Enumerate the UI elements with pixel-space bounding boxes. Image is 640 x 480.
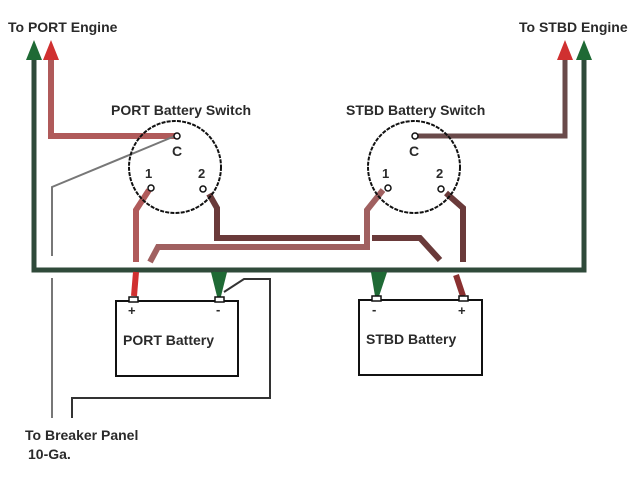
port-switch-2-label: 2: [198, 166, 205, 181]
port-engine-label: To PORT Engine: [8, 19, 118, 35]
port-battery-label: PORT Battery: [123, 332, 214, 348]
stbd-battery-negative-sign: -: [372, 302, 376, 317]
breaker-panel-label: To Breaker Panel: [25, 427, 138, 443]
port-switch-2-wire: [206, 192, 443, 263]
stbd-engine-negative-arrow: [576, 40, 592, 60]
stbd-switch-2-label: 2: [436, 166, 443, 181]
stbd-battery-label: STBD Battery: [366, 331, 456, 347]
stbd-switch-terminal-c[interactable]: [411, 132, 419, 140]
port-battery: + - PORT Battery: [115, 296, 239, 377]
port-engine-negative-arrow: [26, 40, 42, 60]
stbd-switch-1-wire: [147, 188, 386, 264]
port-switch-terminal-2[interactable]: [199, 185, 207, 193]
stbd-switch-1-label: 1: [382, 166, 389, 181]
stbd-switch-c-label: C: [409, 143, 419, 159]
port-switch-terminal-1[interactable]: [147, 184, 155, 192]
port-switch-label: PORT Battery Switch: [111, 102, 251, 118]
stbd-switch-2-wire: [444, 190, 466, 262]
port-switch-c-label: C: [172, 143, 182, 159]
stbd-positive-engine-wire: [418, 60, 568, 139]
port-battery-negative-sign: -: [216, 302, 220, 317]
port-battery-positive-lead: [131, 271, 139, 297]
stbd-battery-switch[interactable]: C 1 2: [367, 120, 461, 214]
port-battery-negative-lead: [211, 271, 227, 297]
stbd-switch-label: STBD Battery Switch: [346, 102, 485, 118]
stbd-battery-negative-lead: [371, 271, 387, 297]
stbd-switch-terminal-2[interactable]: [437, 185, 445, 193]
stbd-battery: - + STBD Battery: [358, 295, 483, 376]
port-switch-terminal-c[interactable]: [173, 132, 181, 140]
port-battery-switch[interactable]: C 1 2: [128, 120, 222, 214]
port-negative-breaker-wire: [71, 278, 271, 418]
stbd-battery-positive-lead: [453, 274, 466, 297]
port-switch-1-label: 1: [145, 166, 152, 181]
port-switch-1-wire: [133, 188, 152, 262]
stbd-switch-terminal-1[interactable]: [384, 184, 392, 192]
stbd-engine-label: To STBD Engine: [519, 19, 628, 35]
port-engine-positive-arrow: [43, 40, 59, 60]
port-battery-positive-sign: +: [128, 303, 136, 318]
port-positive-engine-wire: [48, 60, 175, 139]
negative-bus-wire: [31, 60, 587, 273]
breaker-panel-wire: [51, 135, 176, 418]
stbd-engine-positive-arrow: [557, 40, 573, 60]
gauge-label: 10-Ga.: [28, 446, 71, 462]
stbd-battery-positive-sign: +: [458, 303, 466, 318]
